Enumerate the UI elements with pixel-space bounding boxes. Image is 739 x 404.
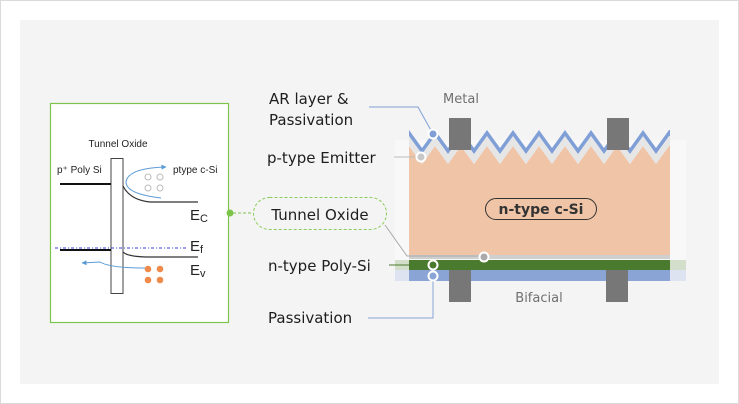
passivation-leader-line <box>368 280 434 319</box>
tunnel-oxide-connector-dot <box>226 209 234 217</box>
band-diagram: Tunnel Oxide p⁺ Poly Si ptype c-Si <box>49 102 230 324</box>
tunnel-oxide-layer <box>409 255 670 259</box>
electron-dots <box>144 173 164 192</box>
band-diagram-border <box>49 102 230 324</box>
ev-label: E v <box>190 262 206 280</box>
passivation-label: Passivation <box>268 309 352 327</box>
bifacial-label: Bifacial <box>515 291 562 306</box>
tunnel-oxide-label: Tunnel Oxide <box>270 206 368 224</box>
rear-metal-contact <box>606 270 628 302</box>
ar-layer-leader-line <box>369 106 434 135</box>
n-type-substrate <box>409 146 670 256</box>
hole-dot <box>144 276 152 284</box>
electron-dot <box>144 173 152 181</box>
ef-main-text: E <box>190 238 200 255</box>
band-diagram-title: Tunnel Oxide <box>88 139 148 150</box>
valence-band-curve <box>122 251 198 258</box>
ec-label: E C <box>190 207 208 225</box>
passivation-marker <box>427 270 439 282</box>
ev-main-text: E <box>190 262 200 279</box>
tunnel-oxide-leader-line <box>384 224 480 257</box>
poly-si-label: n-type Poly-Si <box>268 257 371 275</box>
hole-dot <box>144 265 152 273</box>
emitter-marker <box>415 151 427 163</box>
ptype-c-si-label: ptype c-Si <box>173 165 217 176</box>
hole-dot <box>156 265 164 273</box>
electron-dot <box>156 184 164 192</box>
emitter-label: p-type Emitter <box>267 149 376 167</box>
substrate-label-pill <box>485 198 597 220</box>
ef-label: E f <box>190 238 204 256</box>
ar-layer-marker <box>427 128 439 140</box>
ar-layer-label-line2: Passivation <box>269 111 353 129</box>
electron-dot <box>156 173 164 181</box>
tunnel-oxide-marker <box>478 251 490 263</box>
hole-dots <box>144 265 164 284</box>
tunnel-oxide-callout-pill <box>253 197 387 230</box>
rear-passivation-layer <box>409 270 670 281</box>
ar-passivation-layer <box>409 130 670 154</box>
solar-cell: Metal Bifacial n-type c-Si <box>395 92 686 306</box>
front-metal-contact <box>607 118 629 150</box>
ec-main-text: E <box>190 207 200 224</box>
poly-si-marker <box>427 259 439 271</box>
electron-dot <box>144 184 152 192</box>
front-metal-contact <box>449 118 471 150</box>
rear-metal-contact <box>449 270 471 302</box>
conduction-band-curve <box>122 185 198 203</box>
substrate-label: n-type c-Si <box>499 202 584 218</box>
ar-layer-label-line1: AR layer & <box>269 90 349 108</box>
hole-tunnel-arrow <box>81 260 146 269</box>
ec-sub-text: C <box>200 213 208 225</box>
tunnel-oxide-bar <box>110 158 124 294</box>
p-type-emitter-layer <box>409 136 670 164</box>
ef-sub-text: f <box>200 244 204 256</box>
hole-dot <box>156 276 164 284</box>
metal-label: Metal <box>443 92 479 107</box>
n-type-poly-si-layer <box>409 260 670 270</box>
callouts: AR layer & Passivation p-type Emitter Tu… <box>226 90 490 327</box>
electron-tunnel-arrow <box>125 164 167 199</box>
p-poly-si-label: p⁺ Poly Si <box>57 165 102 176</box>
ev-sub-text: v <box>200 268 206 280</box>
